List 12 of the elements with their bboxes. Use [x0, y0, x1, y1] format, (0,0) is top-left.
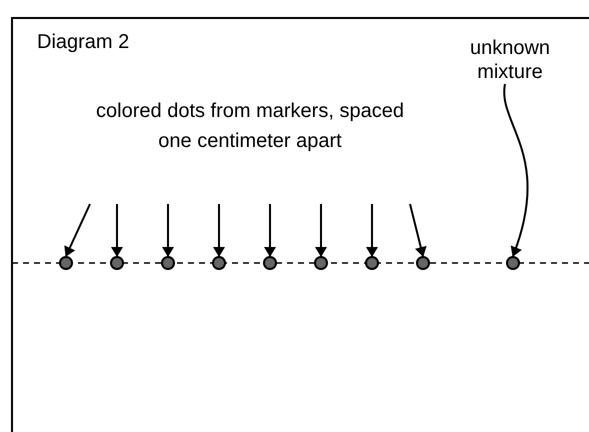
annotation-text: colored dots from markers, spaced one centimeter apart: [90, 96, 410, 204]
arrow: [111, 204, 123, 257]
arrow: [503, 84, 528, 257]
arrow: [366, 204, 378, 257]
arrow: [64, 204, 91, 257]
arrow: [213, 204, 225, 257]
annotation-text: unknown mixture: [462, 36, 558, 84]
arrow: [264, 204, 276, 257]
arrow: [162, 204, 174, 257]
arrow: [315, 204, 327, 257]
title: Diagram 2: [37, 30, 130, 55]
arrow: [409, 204, 427, 257]
